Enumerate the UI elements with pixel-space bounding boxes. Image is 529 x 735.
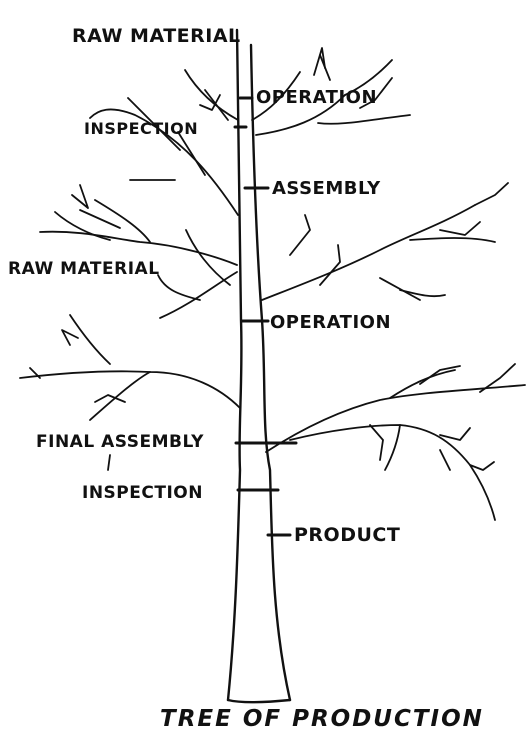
label-operation-mid: OPERATION: [270, 312, 391, 333]
label-raw-material-left: RAW MATERIAL: [8, 259, 160, 279]
label-operation-top: OPERATION: [256, 87, 377, 108]
label-assembly: ASSEMBLY: [272, 178, 381, 199]
caption: TREE OF PRODUCTION: [160, 706, 484, 732]
label-final-assembly: FINAL ASSEMBLY: [36, 432, 204, 452]
label-product: PRODUCT: [294, 524, 400, 546]
label-inspection-bottom: INSPECTION: [82, 483, 203, 503]
label-raw-material-top: RAW MATERIAL: [72, 25, 241, 47]
label-inspection-top: INSPECTION: [84, 119, 198, 138]
